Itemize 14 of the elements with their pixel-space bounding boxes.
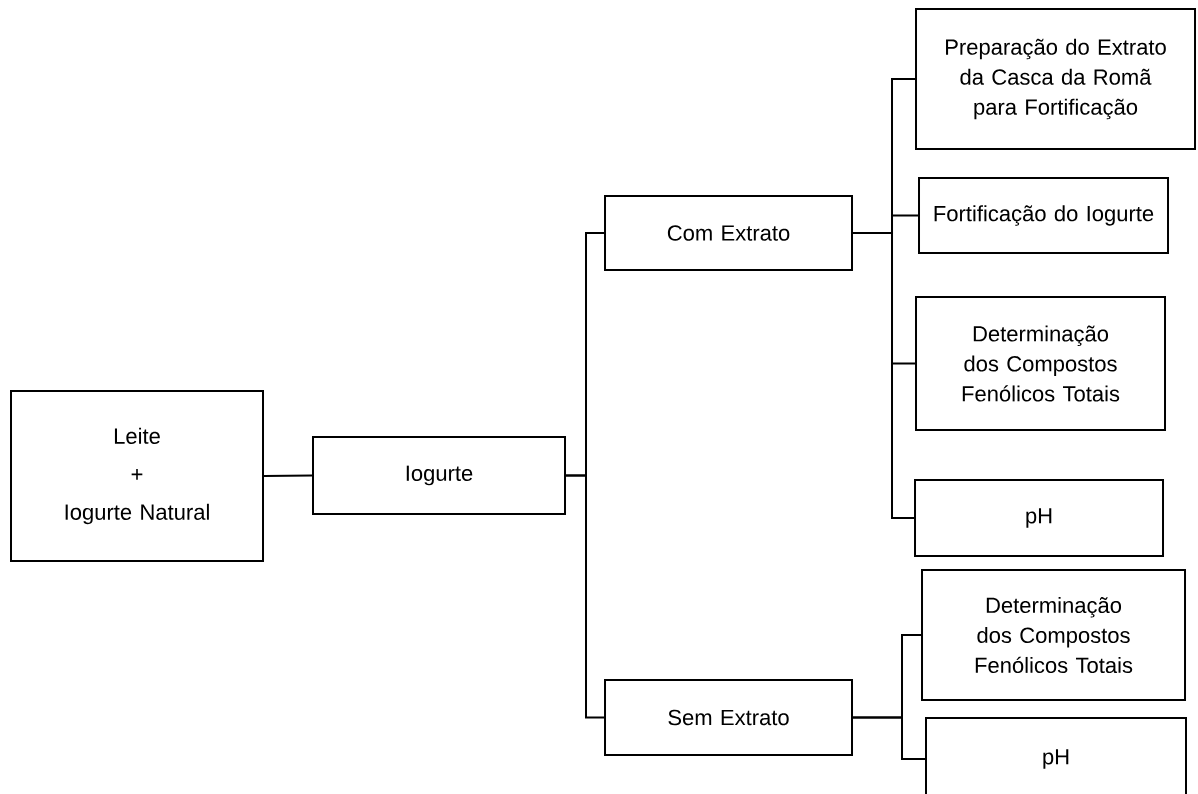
process-box: Preparação do Extrato da Casca da Romã para Fortificação [915, 8, 1196, 150]
connector-line [263, 474, 313, 477]
process-box: Determinação dos Compostos Fenólicos Totais [921, 569, 1186, 701]
connector-line [852, 716, 926, 760]
process-box: Fortificação do Iogurte [918, 177, 1169, 254]
process-box: pH [925, 717, 1187, 794]
process-box: Iogurte [312, 436, 566, 515]
process-box: Com Extrato [604, 195, 853, 271]
process-box: Leite + Iogurte Natural [10, 390, 264, 562]
connector-line [565, 474, 605, 719]
process-box: Determinação dos Compostos Fenólicos Totais [915, 296, 1166, 431]
process-box: pH [914, 479, 1164, 557]
connector-line [852, 232, 915, 519]
process-box: Sem Extrato [604, 679, 853, 756]
